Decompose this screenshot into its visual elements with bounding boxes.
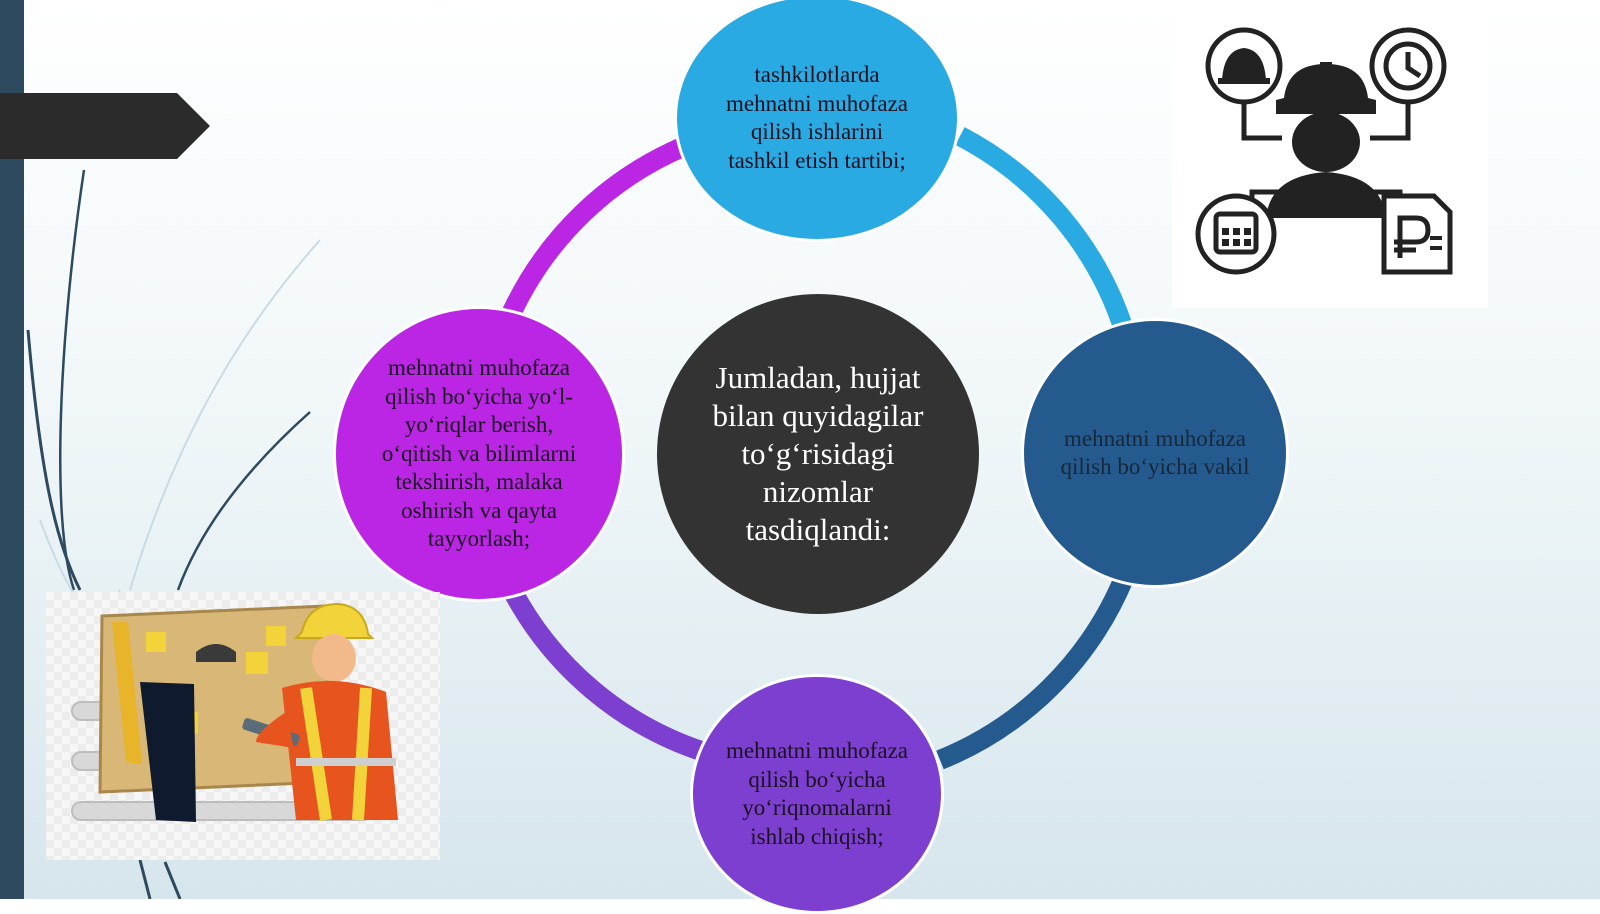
hardhat-icon [1205,27,1283,105]
worker-silhouette-icon [1266,62,1386,218]
node-left-text: mehnatni muhofaza qilish bo‘yicha yo‘l-y… [381,355,577,552]
worker-figure [242,602,398,821]
title-arrow-tab [0,93,210,159]
calendar-icon [1195,193,1277,275]
node-left-training: mehnatni muhofaza qilish bo‘yicha yo‘l-y… [333,306,625,602]
safety-worker-illustration [46,592,440,860]
ruble-document-icon [1381,193,1453,275]
worker-with-tablet-drawing [71,602,398,822]
center-hub-text: Jumladan, hujjat bilan quyidagilar to‘g‘… [712,360,924,547]
center-hub: Jumladan, hujjat bilan quyidagilar to‘g‘… [657,294,979,614]
node-bottom-text: mehnatni muhofaza qilish bo‘yicha yo‘riq… [725,738,908,849]
node-right-safety-representative: mehnatni muhofaza qilish bo‘yicha vakil [1021,318,1289,588]
decorative-swoosh-lines [26,169,321,899]
node-top-organization-procedure: tashkilotlarda mehnatni muhofaza qilish … [674,0,960,242]
node-right-text: mehnatni muhofaza qilish bo‘yicha vakil [1060,425,1250,480]
clock-icon [1369,27,1447,105]
safety-icons-illustration [1195,27,1453,275]
node-bottom-instructions-development: mehnatni muhofaza qilish bo‘yicha yo‘riq… [690,674,944,914]
safety-icon-panel [1172,2,1488,308]
node-top-text: tashkilotlarda mehnatni muhofaza qilish … [725,62,908,173]
